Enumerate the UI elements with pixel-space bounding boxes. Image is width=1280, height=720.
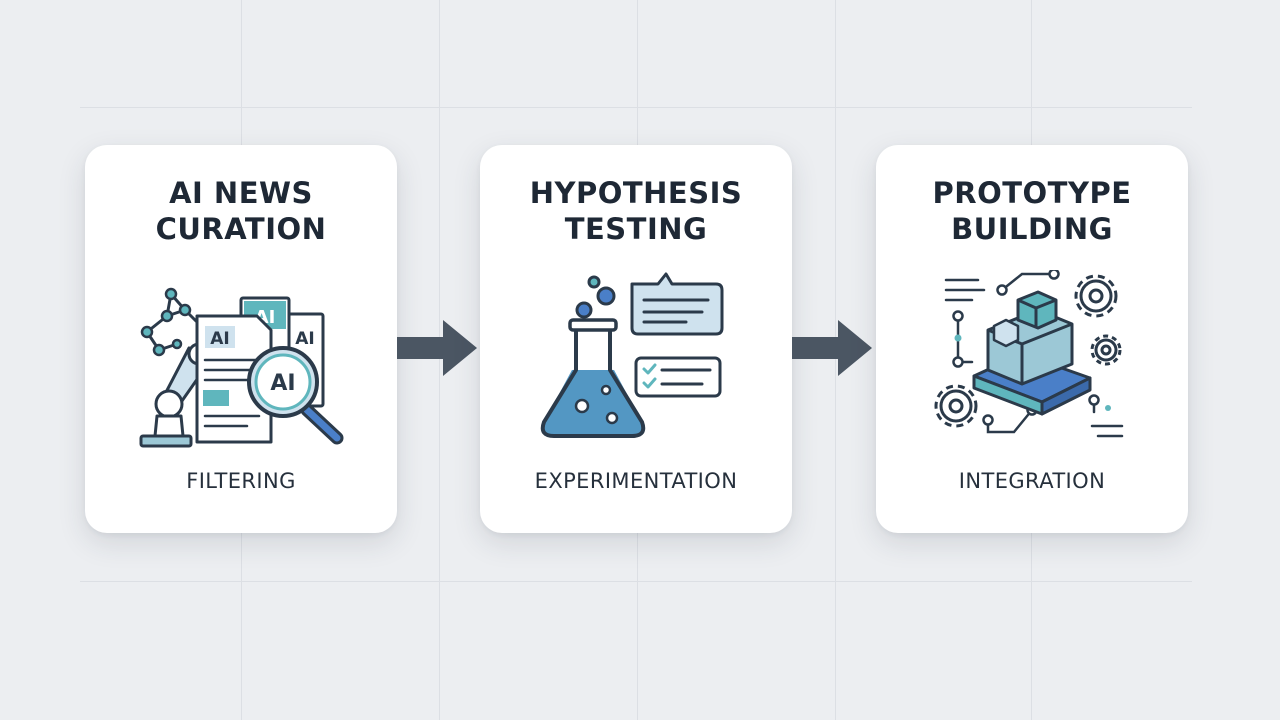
stage-title-line: TESTING (564, 212, 708, 246)
arrow-right-icon (792, 320, 872, 376)
grid-line (80, 107, 1192, 108)
grid-line (835, 0, 836, 720)
stage-caption: EXPERIMENTATION (534, 469, 738, 493)
arrow-right-icon (397, 320, 477, 376)
stage-title-line: BUILDING (951, 212, 1113, 246)
stage-title-line: AI NEWS (169, 176, 313, 210)
stage-title: PROTOTYPE BUILDING (876, 175, 1188, 247)
stage-title: HYPOTHESIS TESTING (480, 175, 792, 247)
lab-flask-icon (540, 272, 724, 438)
stage-title: AI NEWS CURATION (85, 175, 397, 247)
icon-ai-text: AI (210, 329, 229, 349)
prototype-blocks-icon (934, 270, 1124, 438)
icon-ai-text: AI (270, 371, 295, 396)
stage-card-ai-news-curation: AI NEWS CURATION AI AI (85, 145, 397, 533)
stage-card-prototype-building: PROTOTYPE BUILDING (876, 145, 1188, 533)
stage-title-line: HYPOTHESIS (529, 176, 743, 210)
stage-card-hypothesis-testing: HYPOTHESIS TESTING (480, 145, 792, 533)
icon-ai-text: AI (295, 329, 314, 349)
stage-title-line: PROTOTYPE (932, 176, 1132, 210)
stage-caption: INTEGRATION (958, 469, 1106, 493)
grid-line (80, 581, 1192, 582)
stage-title-line: CURATION (155, 212, 327, 246)
stage-caption: FILTERING (186, 469, 296, 493)
grid-line (439, 0, 440, 720)
news-analysis-icon: AI AI AI AI (139, 287, 344, 448)
